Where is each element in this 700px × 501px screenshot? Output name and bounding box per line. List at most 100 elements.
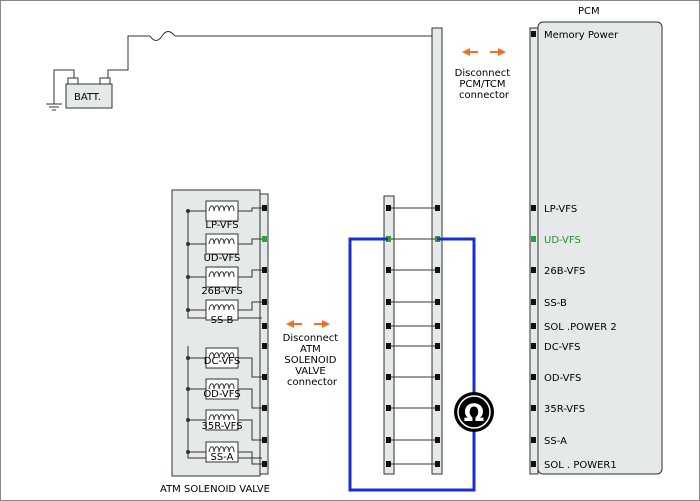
- junction-dot: [186, 308, 190, 312]
- pcm-pin: [531, 299, 536, 305]
- disconnect-atm-arrows: [286, 320, 330, 328]
- pcm-pin-label: SOL .POWER 2: [544, 322, 617, 333]
- harness-pin-left: [386, 236, 391, 242]
- solenoid-label: SS-A: [211, 452, 234, 463]
- solenoid-label: DC-VFS: [204, 356, 240, 367]
- harness-pin-left: [386, 461, 391, 467]
- disconnect-pcm-arrows: [462, 48, 506, 56]
- harness-pin-right: [435, 205, 440, 211]
- junction-dot: [186, 275, 190, 279]
- pcm-pin: [531, 343, 536, 349]
- junction-dot: [186, 450, 190, 454]
- pcm-pin: [531, 437, 536, 443]
- ohmmeter-icon: [454, 392, 494, 432]
- harness-pin-left: [386, 267, 391, 273]
- junction-dot: [186, 356, 190, 360]
- pcm-pin-label: 26B-VFS: [544, 266, 585, 277]
- pcm-pin: [531, 205, 536, 211]
- solenoid-coil-winding: [208, 205, 235, 212]
- atm-connector-pin: [262, 236, 267, 242]
- pcm-pin-label: SOL . POWER1: [544, 460, 617, 471]
- junction-dot: [186, 387, 190, 391]
- pcm-pin-memory-power: [531, 31, 536, 37]
- pcm-pin-label: SS-A: [544, 436, 567, 447]
- battery-terminal-negative: [67, 77, 79, 85]
- harness-pin-right: [435, 437, 440, 443]
- solenoid-lead-right: [238, 301, 262, 311]
- atm-connector-pin: [262, 299, 267, 305]
- pcm-pin: [531, 374, 536, 380]
- ohmmeter-ring: [457, 395, 491, 429]
- solenoid-lead-right: [238, 238, 262, 245]
- atm-connector-pin: [262, 374, 267, 380]
- solenoid-label: OD-VFS: [203, 389, 240, 400]
- solenoid-lead-right: [238, 357, 262, 378]
- harness-pin-right: [435, 299, 440, 305]
- atm-connector-pin: [262, 323, 267, 329]
- pcm-pin-label: 35R-VFS: [544, 404, 585, 415]
- junction-dot: [186, 418, 190, 422]
- harness-pin-right: [435, 323, 440, 329]
- fuse-symbol: [149, 31, 176, 41]
- pcm-pin-label: DC-VFS: [544, 342, 580, 353]
- pcm-pin: [531, 405, 536, 411]
- solenoid-label: SS-B: [211, 315, 234, 326]
- harness-pin-right: [435, 461, 440, 467]
- harness-pin-left: [386, 437, 391, 443]
- harness-wire-group: [386, 205, 440, 467]
- solenoid-coil-icon: [205, 233, 239, 255]
- pcm-pin-group: LP-VFS UD-VFS 26B-VFS SS-B SOL .POWER 2 DC-VF…: [531, 204, 617, 471]
- solenoid-lead-right: [238, 269, 262, 278]
- pcm-pin-label: OD-VFS: [544, 373, 581, 384]
- atm-connector-pin: [262, 205, 267, 211]
- harness-connector-left: [383, 195, 395, 475]
- atm-connector-pin: [262, 461, 267, 467]
- solenoid-lead-right: [238, 451, 262, 465]
- harness-pin-right: [435, 267, 440, 273]
- pcm-label-memory-power: Memory Power: [544, 30, 619, 41]
- pcm-pin-label: LP-VFS: [544, 204, 577, 215]
- pcm-pin: [531, 267, 536, 273]
- harness-pin-left: [386, 343, 391, 349]
- harness-pin-left: [386, 405, 391, 411]
- ohmmeter-symbol: Ω: [464, 399, 484, 427]
- solenoid-coil-winding: [208, 238, 235, 245]
- harness-pin-left: [386, 374, 391, 380]
- battery-positive-wire: [107, 35, 150, 82]
- harness-pin-right: [435, 405, 440, 411]
- harness-pin-right: [435, 343, 440, 349]
- battery-negative-wire: [53, 69, 75, 104]
- disconnect-atm-text: Disconnect ATM SOLENOID VALVE connector: [283, 333, 342, 388]
- atm-connector-pin: [262, 405, 267, 411]
- harness-pin-left: [386, 205, 391, 211]
- atm-connector-pin: [262, 267, 267, 273]
- solenoid-lead-right: [238, 207, 262, 212]
- atm-connector-pin: [262, 437, 267, 443]
- solenoid-coil-winding: [208, 414, 235, 421]
- harness-pin-left: [386, 323, 391, 329]
- atm-connector-strip: [259, 193, 269, 475]
- pcm-pin-label: UD-VFS: [544, 235, 581, 246]
- solenoid-coil-icon: [205, 266, 239, 288]
- atm-solenoid-valve-block: [171, 189, 261, 477]
- pcm-connector-strip: [529, 27, 539, 475]
- solenoid-coil-winding: [208, 271, 235, 278]
- solenoid-label: 35R-VFS: [201, 421, 242, 432]
- harness-pin-right: [435, 374, 440, 380]
- pcm-pin: [531, 461, 536, 467]
- solenoid-coil-icon: [205, 200, 239, 222]
- atm-connector-pin: [262, 343, 267, 349]
- battery-icon: [65, 83, 113, 109]
- pcm-title: PCM: [578, 6, 600, 17]
- disconnect-pcm-text: Disconnect PCM/TCM connector: [455, 68, 514, 101]
- solenoid-label: 26B-VFS: [201, 286, 242, 297]
- solenoid-label: UD-VFS: [204, 253, 241, 264]
- solenoid-lead-right: [238, 388, 262, 409]
- solenoid-coil-winding: [208, 352, 235, 359]
- atm-title: ATM SOLENOID VALVE: [160, 484, 270, 495]
- pcm-pin-label: SS-B: [544, 298, 567, 309]
- solenoid-coil-winding: [208, 304, 235, 311]
- solenoid-lead-right: [238, 419, 262, 441]
- battery-label: BATT.: [74, 92, 101, 103]
